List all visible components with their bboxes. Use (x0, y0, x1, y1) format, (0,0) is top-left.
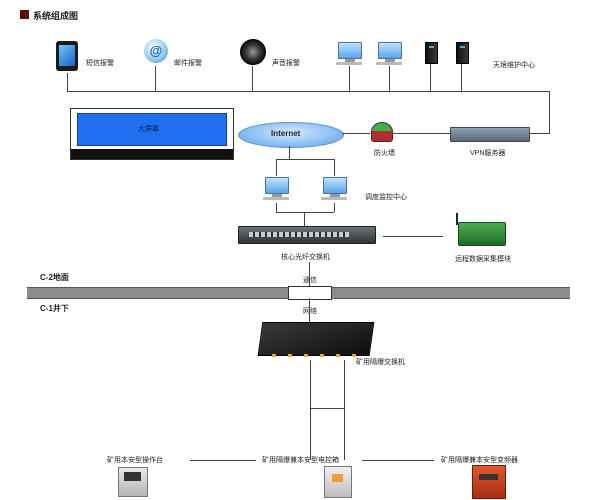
console-control-line (190, 460, 256, 461)
internet-down-line (289, 146, 290, 159)
mine-switch-right-drop (344, 360, 345, 408)
dispatch-bottom-line (276, 212, 334, 213)
remote-keyboard-1-icon (336, 62, 362, 65)
level-c1-label: C-1井下 (40, 304, 69, 313)
drop-tower-1 (430, 64, 431, 91)
dispatch-monitor-2-icon (323, 177, 347, 197)
remote-center-label: 天境维护中心 (493, 62, 535, 69)
drop-tablet (67, 73, 68, 91)
sms-alarm-label: 短信报警 (86, 60, 114, 67)
level-c2-label: C-2地面 (40, 273, 69, 282)
inverter-icon (472, 465, 506, 499)
drop-tower-2 (461, 64, 462, 91)
dispatch-top-line (276, 159, 334, 160)
dispatch-monitor-1-icon (265, 177, 289, 197)
remote-monitor-2-icon (378, 42, 402, 62)
core-switch-label: 核心光纤交换机 (281, 254, 330, 261)
dispatch-center-label: 调度监控中心 (365, 194, 407, 201)
inverter-label: 矿用隔爆兼本安型变频器 (441, 457, 518, 464)
control-inverter-line (362, 460, 434, 461)
sound-alarm-label: 声音报警 (272, 60, 300, 67)
mine-switch-legs (272, 354, 358, 357)
remote-module-label: 远程数据采集模块 (455, 256, 511, 263)
email-icon: @ (144, 39, 168, 63)
top-bus-line (67, 91, 550, 92)
comm-line-top (309, 262, 310, 287)
mine-switch-label: 矿用隔爆交换机 (356, 359, 405, 366)
bottom-connector-line (310, 408, 344, 409)
control-box-icon (324, 466, 352, 498)
firewall-label: 防火墙 (374, 150, 395, 157)
bottom-left-drop (310, 408, 311, 460)
vpn-server-icon (450, 127, 530, 142)
remote-monitor-1-icon (338, 42, 362, 62)
internet-cloud (238, 122, 344, 148)
passthrough-box (288, 286, 332, 300)
page-title: 系统组成图 (33, 11, 79, 21)
drop-speaker (252, 66, 253, 91)
internet-firewall-line (342, 133, 370, 134)
dispatch-left-drop (276, 159, 277, 176)
mine-switch-left-drop (310, 360, 311, 408)
tablet-icon (56, 41, 78, 71)
big-screen-label: 大屏幕 (138, 126, 159, 133)
right-vertical-line (549, 91, 550, 134)
vpn-server-label: VPN服务器 (470, 150, 506, 157)
network-line (309, 298, 310, 324)
speaker-icon (240, 39, 266, 65)
drop-monitor-2 (389, 66, 390, 91)
big-screen (70, 108, 234, 160)
title-marker (20, 10, 29, 19)
control-box-label: 矿用隔爆兼本安型电控箱 (262, 457, 339, 464)
dispatch-switch-line (304, 212, 305, 226)
remote-module-icon (456, 213, 506, 246)
server-tower-1-icon (425, 42, 438, 64)
core-switch-icon (238, 226, 376, 244)
right-to-vpn-line (527, 133, 550, 134)
operator-console-label: 矿用本安型操作台 (107, 457, 163, 464)
dispatch-left-rise (276, 203, 277, 212)
mine-switch-icon (257, 322, 375, 356)
dispatch-right-drop (334, 159, 335, 176)
bottom-right-drop (344, 408, 345, 460)
internet-label: Internet (271, 129, 301, 138)
firewall-icon (371, 122, 393, 142)
dispatch-right-rise (334, 203, 335, 212)
drop-email (155, 66, 156, 91)
dispatch-keyboard-2-icon (321, 197, 347, 200)
remote-keyboard-2-icon (376, 62, 402, 65)
email-alarm-label: 邮件报警 (174, 60, 202, 67)
comm-label: 通信 (303, 277, 317, 284)
firewall-vpn-line (392, 133, 450, 134)
switch-remote-line (383, 236, 443, 237)
dispatch-keyboard-1-icon (263, 197, 289, 200)
operator-console-icon (118, 467, 148, 497)
network-label: 网络 (303, 308, 317, 315)
server-tower-2-icon (456, 42, 469, 64)
drop-monitor-1 (349, 66, 350, 91)
